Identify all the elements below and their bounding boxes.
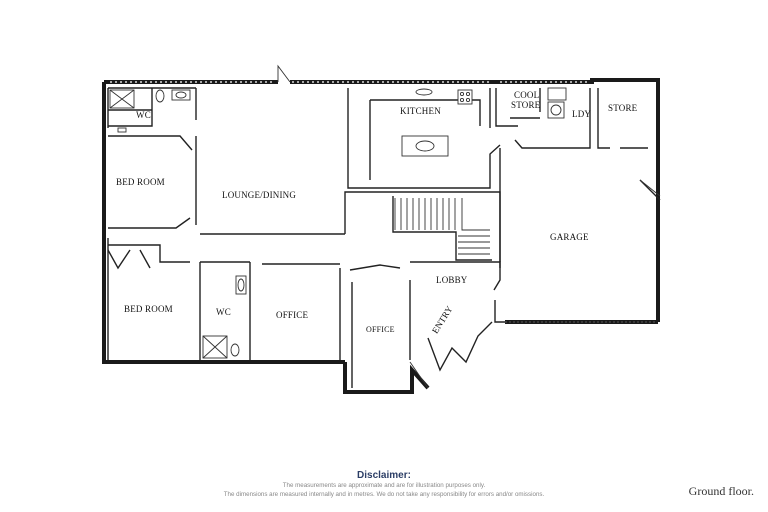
staircase	[394, 198, 490, 255]
interior-walls	[107, 87, 661, 388]
disclaimer-block: Disclaimer: The measurements are approxi…	[0, 470, 768, 499]
room-label-wc-bottom: WC	[216, 307, 231, 317]
top-door-swing	[277, 64, 291, 83]
room-label-office-1: OFFICE	[276, 310, 309, 320]
fixtures	[109, 87, 567, 359]
room-label-wc-top: WC	[136, 110, 151, 120]
room-label-garage: GARAGE	[550, 232, 589, 242]
room-label-bed-room-2: BED ROOM	[124, 304, 173, 314]
floor-caption: Ground floor.	[688, 484, 754, 498]
disclaimer-line-1: The measurements are approximate and are…	[282, 482, 486, 489]
disclaimer-line-2: The dimensions are measured internally a…	[223, 491, 545, 498]
room-label-store: STORE	[608, 103, 638, 113]
room-label-ldy: LDY	[572, 109, 592, 119]
room-label-cool-store-line1: COOL	[514, 90, 540, 100]
room-label-kitchen: KITCHEN	[400, 106, 441, 116]
disclaimer-title: Disclaimer:	[357, 470, 411, 481]
entry-doors	[409, 321, 493, 389]
room-label-bed-room-1: BED ROOM	[116, 177, 165, 187]
garage-side-door	[639, 179, 661, 197]
room-label-cool-store-line2: STORE	[511, 100, 541, 110]
room-label-lounge-dining: LOUNGE/DINING	[222, 190, 297, 200]
room-label-office-2: OFFICE	[366, 325, 395, 334]
room-label-lobby: LOBBY	[436, 275, 468, 285]
